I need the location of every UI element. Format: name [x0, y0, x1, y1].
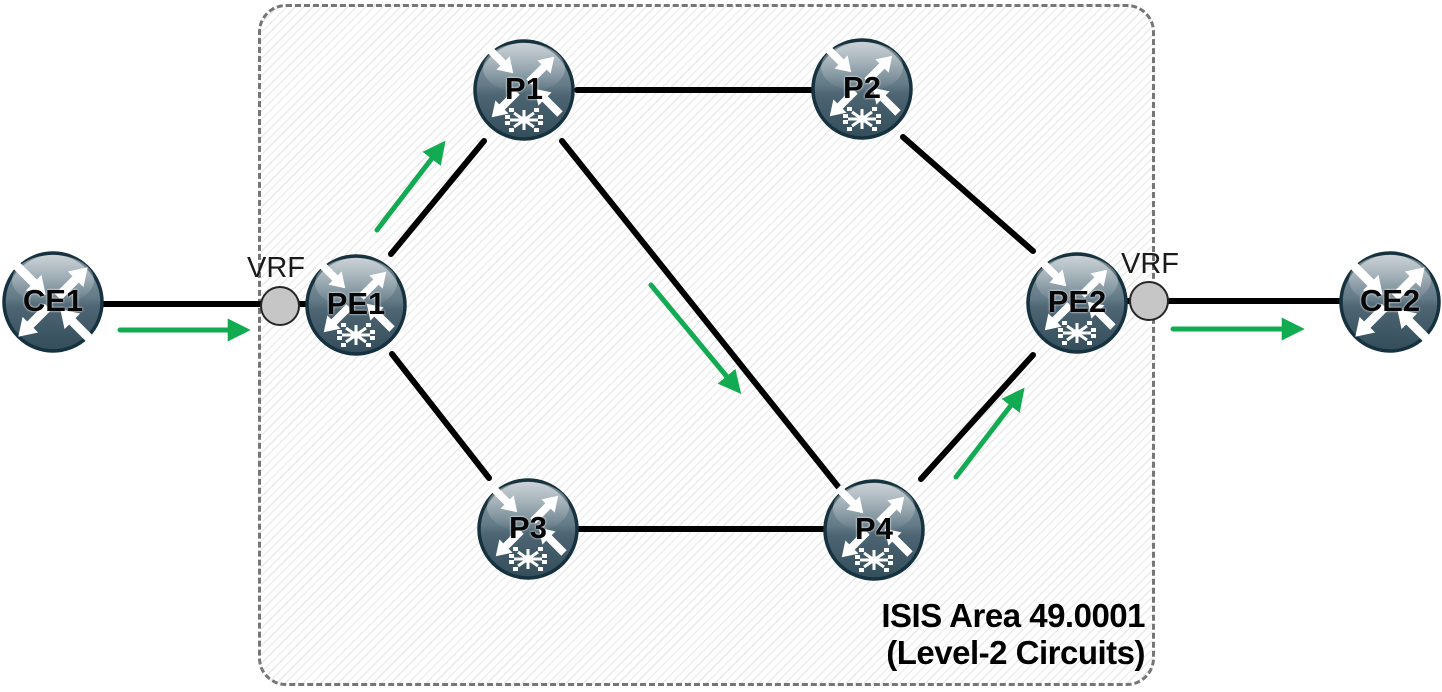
- router-node-pe1: PE1: [304, 253, 408, 357]
- link-p2-pe2: [900, 134, 1036, 254]
- isis-area-label: ISIS Area 49.0001 (Level-2 Circuits): [881, 597, 1145, 671]
- vrf-label-pe2: VRF: [1121, 248, 1179, 280]
- isis-area-boundary: ISIS Area 49.0001 (Level-2 Circuits): [258, 4, 1155, 686]
- link-pe1-p1: [388, 138, 487, 257]
- label-switch-router-icon: [304, 253, 408, 357]
- router-node-p2: P2: [810, 37, 914, 141]
- router-icon: [1338, 250, 1442, 354]
- label-switch-router-icon: [472, 38, 576, 142]
- router-node-ce1: CE1: [1, 250, 105, 354]
- router-node-p3: P3: [476, 477, 580, 581]
- vrf-label-pe1: VRF: [247, 252, 305, 284]
- label-switch-router-icon: [1025, 251, 1129, 355]
- router-node-ce2: CE2: [1338, 250, 1442, 354]
- router-icon: [1, 250, 105, 354]
- router-node-p1: P1: [472, 38, 576, 142]
- link-p1-p4: [559, 138, 843, 492]
- label-switch-router-icon: [822, 478, 926, 582]
- vrf-interface-pe1: [260, 286, 300, 326]
- traffic-arrow-p1-p4: [648, 282, 742, 394]
- traffic-arrow-p4-pe2: [953, 387, 1025, 480]
- isis-area-label-line2: (Level-2 Circuits): [886, 634, 1145, 671]
- router-node-p4: P4: [822, 478, 926, 582]
- label-switch-router-icon: [810, 37, 914, 141]
- traffic-flow-arrows: [117, 140, 1305, 480]
- label-switch-router-icon: [476, 477, 580, 581]
- isis-area-label-line1: ISIS Area 49.0001: [881, 597, 1145, 634]
- link-p4-pe2: [918, 352, 1036, 482]
- traffic-arrow-pe1-p1: [374, 140, 446, 233]
- router-node-pe2: PE2: [1025, 251, 1129, 355]
- vrf-interface-pe2: [1129, 281, 1169, 321]
- link-pe1-p3: [389, 351, 492, 481]
